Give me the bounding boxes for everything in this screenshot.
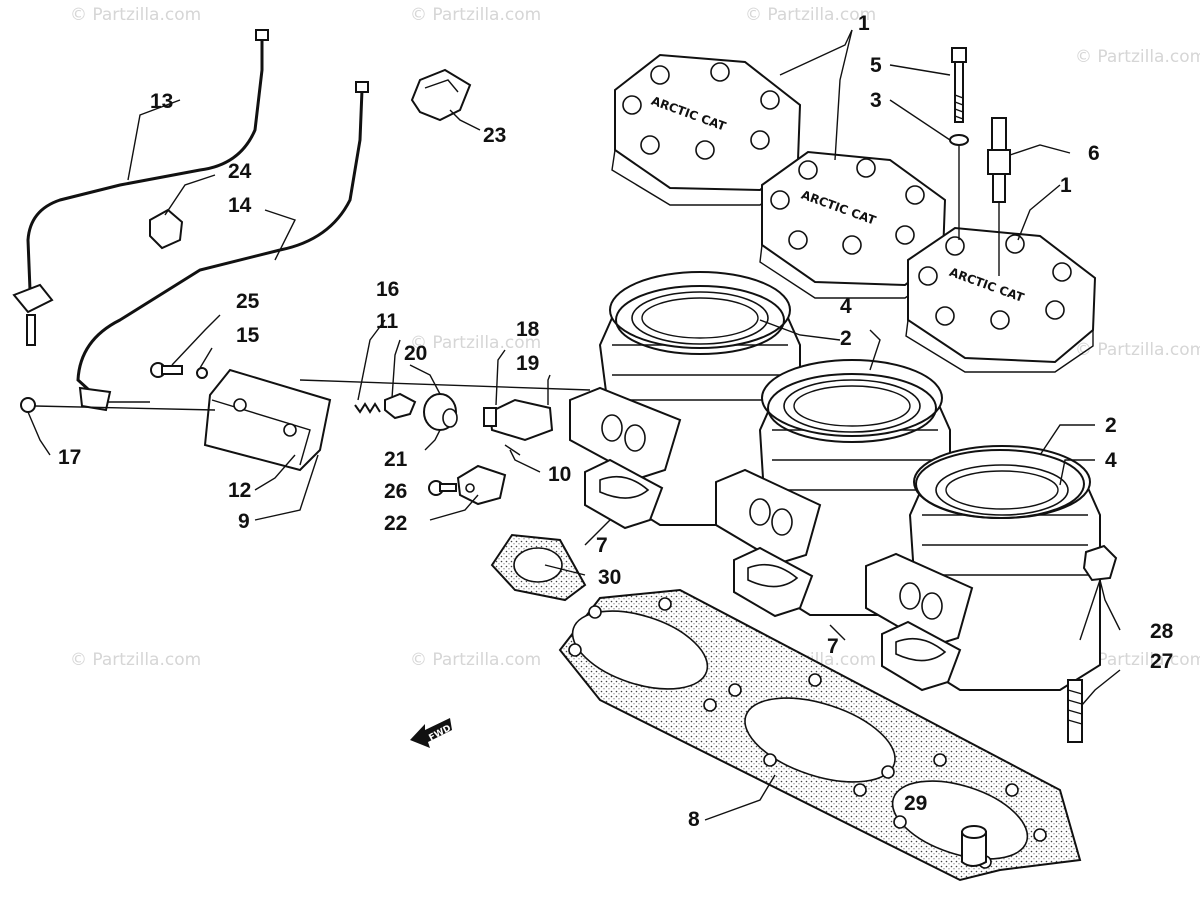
dowel-pin: [961, 825, 987, 867]
cable-clip: [149, 208, 184, 250]
callout-14: 14: [228, 194, 252, 217]
valve-body: [483, 398, 554, 442]
watermark-text: © Partzilla.com: [410, 5, 541, 25]
washer: [949, 134, 969, 146]
callout-27: 27: [1150, 650, 1173, 673]
callout-22: 22: [384, 512, 407, 535]
lever: [384, 392, 417, 420]
callout-30: 30: [598, 566, 621, 589]
watermark-text: © Partzilla.com: [1075, 340, 1200, 360]
oil-pump-cover: [203, 368, 332, 472]
callout-7: 7: [596, 534, 608, 557]
callout-16: 16: [376, 278, 399, 301]
callout-28: 28: [1150, 620, 1174, 643]
valve-pin: [504, 444, 521, 456]
callout-12: 12: [228, 479, 251, 502]
callout-1: 1: [1060, 174, 1072, 197]
watermark-text: © Partzilla.com: [410, 650, 541, 670]
base-gasket: [558, 588, 1082, 882]
callout-11: 11: [376, 310, 399, 333]
callout-19: 19: [516, 352, 539, 375]
callout-7: 7: [827, 635, 839, 658]
spring: [354, 402, 381, 414]
callout-24: 24: [228, 160, 252, 183]
watermark-text: © Partzilla.com: [70, 5, 201, 25]
cam: [423, 393, 458, 431]
watermark-text: © Partzilla.com: [70, 650, 201, 670]
watermark-text: © Partzilla.com: [410, 333, 541, 353]
callout-20: 20: [404, 342, 427, 365]
cylinder-rear: [569, 271, 801, 526]
callout-9: 9: [238, 510, 250, 533]
throttle-cable-lower: [76, 81, 369, 412]
flange-nut: [1079, 544, 1118, 641]
callout-4: 4: [840, 295, 852, 318]
cylinder-head-middle: ARCTIC CAT: [759, 150, 947, 299]
callout-21: 21: [384, 448, 408, 471]
cylinder-front: [865, 445, 1101, 691]
callout-6: 6: [1088, 142, 1100, 165]
callout-17: 17: [58, 446, 81, 469]
callout-29: 29: [904, 792, 927, 815]
callout-5: 5: [870, 54, 882, 77]
cylinder-stud: [1067, 679, 1083, 743]
intake-gasket: [490, 533, 587, 602]
bolt-26: [428, 480, 457, 496]
watermark-text: © Partzilla.com: [1075, 47, 1200, 67]
callout-8: 8: [688, 808, 700, 831]
bolt-small: [150, 362, 183, 378]
callout-26: 26: [384, 480, 407, 503]
callout-18: 18: [516, 318, 540, 341]
callout-13: 13: [150, 90, 173, 113]
callout-10: 10: [548, 463, 571, 486]
leader-lines: [27, 29, 1121, 821]
fwd-arrow-icon: FWD: [410, 718, 453, 748]
callout-3: 3: [870, 89, 882, 112]
callouts: 1 1 2 2 3 4 4 5 6 7 7 8 9 10 11 12 13 14…: [58, 12, 1174, 831]
o-rings: [615, 285, 1085, 519]
assembly-line: [299, 379, 591, 391]
cylinder-head-rear: ARCTIC CAT: [611, 53, 802, 206]
washer-small: [196, 367, 208, 379]
callout-1: 1: [858, 12, 870, 35]
cylinder-head-front: ARCTIC CAT: [905, 226, 1097, 373]
plate: [456, 464, 507, 506]
spark-plug: [987, 117, 1011, 276]
callout-4: 4: [1105, 449, 1117, 472]
callout-25: 25: [236, 290, 260, 313]
throttle-cable-upper: [12, 29, 269, 346]
callout-15: 15: [236, 324, 260, 347]
callout-2: 2: [840, 327, 852, 350]
head-bolt: [951, 47, 967, 123]
watermark-text: © Partzilla.com: [745, 5, 876, 25]
callout-23: 23: [483, 124, 506, 147]
bolt-17: [20, 397, 216, 413]
watermark-text: © Partzilla.com: [1075, 650, 1200, 670]
bracket: [410, 68, 472, 122]
exhaust-gaskets: [584, 458, 962, 692]
callout-2: 2: [1105, 414, 1117, 437]
